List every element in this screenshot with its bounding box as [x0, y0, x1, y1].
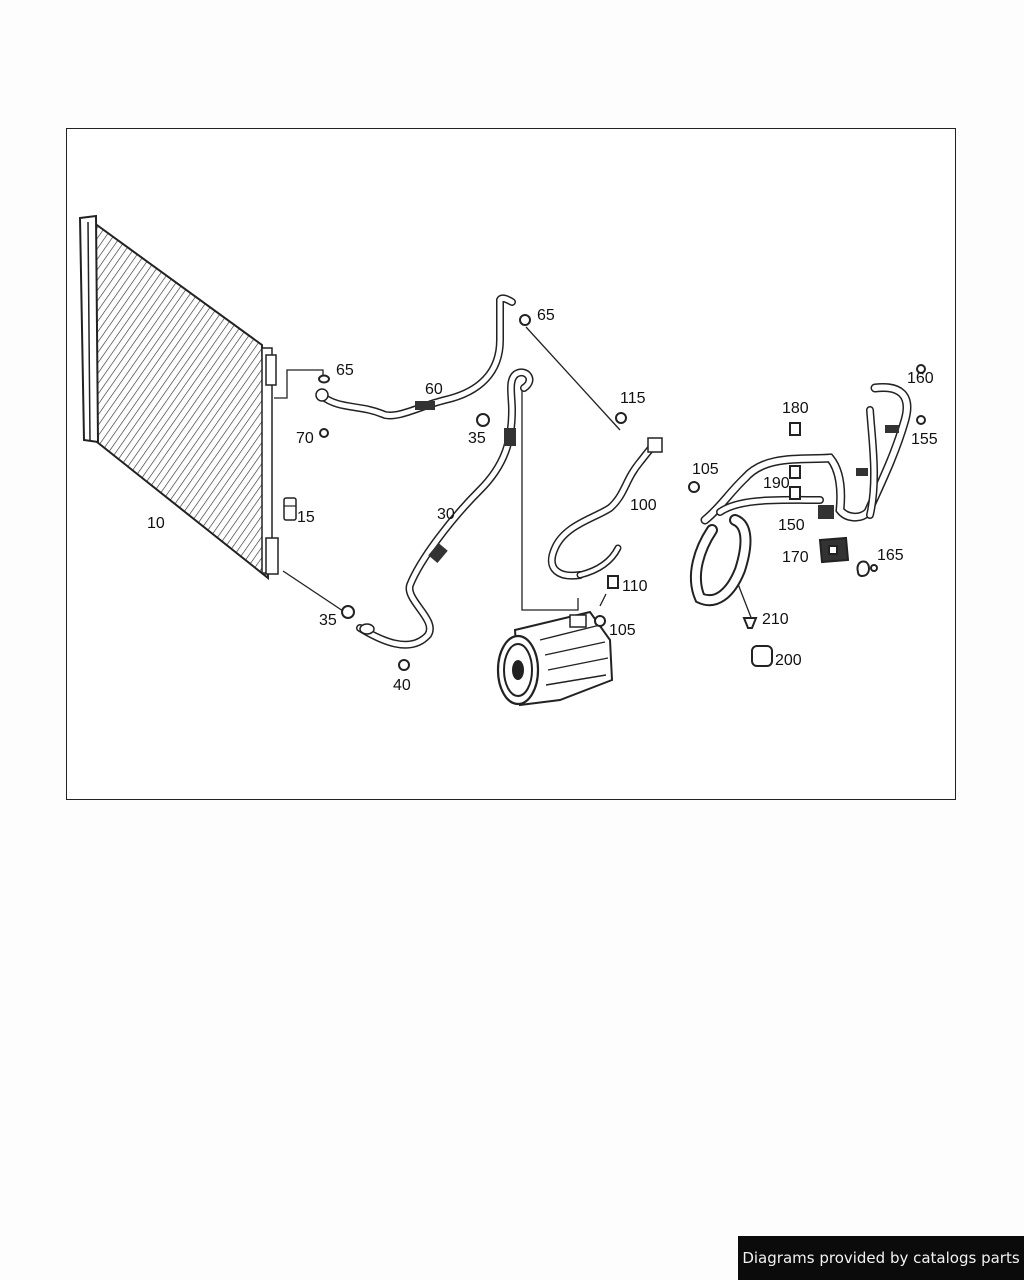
pressure-sensor — [283, 497, 297, 521]
condenser — [78, 214, 279, 581]
callout-170: 170 — [782, 549, 809, 566]
callout-110: 110 — [622, 578, 648, 595]
callout-150: 150 — [778, 517, 805, 534]
callout-35-a: 35 — [319, 612, 337, 629]
callout-155: 155 — [911, 431, 938, 448]
callout-160: 160 — [907, 370, 934, 387]
callout-190: 190 — [763, 475, 790, 492]
callout-35-b: 35 — [468, 430, 486, 447]
hose-30 — [356, 368, 534, 649]
callout-210: 210 — [762, 611, 789, 628]
hose-60 — [315, 294, 516, 420]
hose-assembly-150 — [690, 382, 912, 607]
hose-100 — [547, 437, 663, 580]
leader-lines — [274, 326, 753, 621]
callout-30: 30 — [437, 506, 455, 523]
callout-115: 115 — [620, 390, 646, 407]
callout-40: 40 — [393, 677, 411, 694]
callout-70: 70 — [296, 430, 314, 447]
callout-65-b: 65 — [537, 307, 555, 324]
footer-credit: Diagrams provided by catalogs parts — [738, 1236, 1024, 1280]
callout-15: 15 — [297, 509, 315, 526]
ac-compressor — [496, 610, 614, 707]
callout-labels: 10 15 35 40 30 60 65 70 35 65 115 100 10… — [147, 307, 938, 694]
callout-60: 60 — [425, 381, 443, 398]
callout-65-a: 65 — [336, 362, 354, 379]
footer-text: Diagrams provided by catalogs parts — [742, 1249, 1020, 1267]
callout-100: 100 — [630, 497, 657, 514]
callout-10: 10 — [147, 515, 165, 532]
callout-200: 200 — [775, 652, 802, 669]
callout-105-b: 105 — [609, 622, 636, 639]
small-parts — [318, 314, 926, 671]
callout-165: 165 — [877, 547, 904, 564]
callout-180: 180 — [782, 400, 809, 417]
callout-105-a: 105 — [692, 461, 719, 478]
